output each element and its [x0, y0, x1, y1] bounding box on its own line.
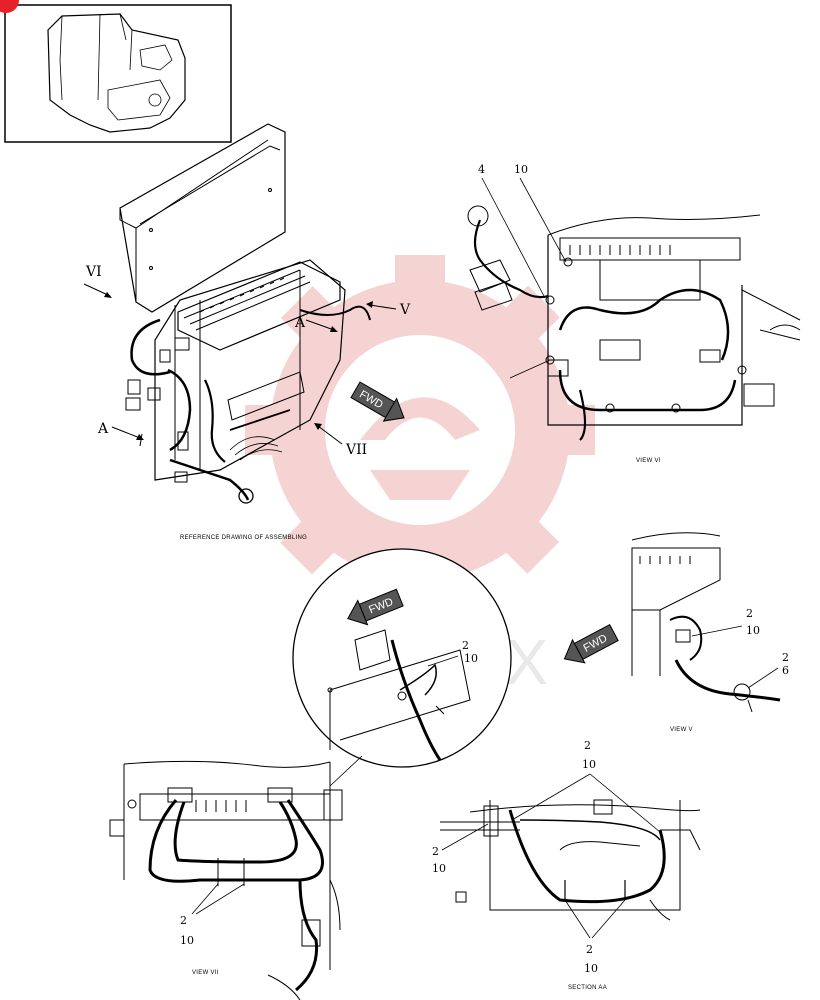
fwd-arrow-view-v-icon: FWD	[563, 623, 619, 664]
detail-callout-bottom: 10	[464, 652, 478, 665]
view-vi-annotations: 4 10 VIEW VI	[478, 163, 661, 464]
label-vii: VII	[345, 442, 367, 458]
detail-callout-top: 2	[462, 639, 469, 652]
view-vii	[109, 760, 343, 1000]
view-vii-callout-top: 2	[180, 914, 187, 927]
arrow-v	[369, 304, 397, 310]
label-a-top: A	[294, 315, 306, 331]
view-vi-callout-10: 10	[514, 163, 528, 176]
view-vi	[467, 205, 801, 441]
label-vi: VI	[85, 264, 102, 280]
arrow-a-left	[111, 426, 141, 439]
view-v-annotations: FWD 2 10 2 6 VIEW V	[563, 607, 789, 733]
label-a-left: A	[97, 421, 109, 437]
caption-view-v: VIEW V	[670, 727, 693, 733]
section-callout-top-2: 10	[582, 758, 596, 771]
view-vii-callout-bottom: 10	[180, 934, 194, 947]
fwd-arrow-main-icon: FWD	[350, 381, 405, 422]
section-callout-top-1: 2	[584, 739, 591, 752]
label-v: V	[399, 302, 411, 318]
main-view-annotations: VI V A A VII FWD REFERENCE DRAWING OF AS…	[83, 264, 411, 541]
view-vii-annotations: 2 10 VIEW VII	[180, 883, 245, 976]
section-callout-left-1: 2	[432, 845, 439, 858]
fwd-arrow-detail-icon: FWD	[347, 588, 404, 626]
arrow-vi	[83, 283, 111, 297]
inset-reference	[4, 4, 232, 143]
corner-badge-icon	[0, 0, 19, 13]
section-callout-bottom-2: 10	[584, 962, 598, 975]
section-callout-bottom-1: 2	[586, 943, 593, 956]
view-v	[631, 532, 781, 713]
caption-main: REFERENCE DRAWING OF ASSEMBLING	[180, 535, 307, 541]
view-v-callout-b-bottom: 6	[782, 664, 789, 677]
view-v-callout-b-top: 2	[782, 651, 789, 664]
view-v-callout-a-top: 2	[746, 607, 753, 620]
main-assembly-view	[119, 123, 371, 504]
section-aa-annotations: 2 10 2 10 2 10 SECTION AA	[432, 739, 661, 991]
caption-view-vii: VIEW VII	[192, 970, 219, 976]
arrow-vii	[317, 425, 343, 445]
view-vi-callout-4: 4	[478, 163, 485, 176]
detail-circle: FWD 2 10	[292, 548, 512, 787]
caption-section-aa: SECTION AA	[568, 985, 607, 991]
view-v-callout-a-bottom: 10	[746, 624, 760, 637]
section-aa	[440, 799, 701, 921]
caption-view-vi: VIEW VI	[636, 458, 661, 464]
section-callout-left-2: 10	[432, 862, 446, 875]
